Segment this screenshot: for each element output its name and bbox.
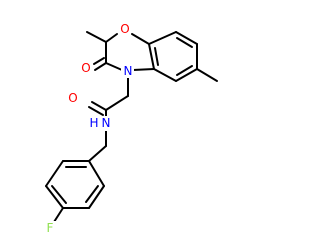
- bond-ph2-ph3: [45, 160, 64, 187]
- bond-ar6-ar1-double: [154, 47, 159, 66]
- bond-ph5-ph6: [88, 185, 105, 209]
- bond-o-c2: [105, 33, 118, 43]
- atom-amide-oxygen-bg: [66, 91, 79, 106]
- atom-fluorine: F: [44, 221, 57, 236]
- atom-carbonyl-oxygen-label: O: [81, 61, 90, 75]
- bond-ar1-o: [131, 33, 150, 45]
- bond-ph4-f: [53, 207, 64, 223]
- bond-c3-o-double-b: [93, 57, 105, 65]
- atom-amide-nh: H N: [88, 116, 112, 131]
- bond-camide-o-a: [91, 101, 107, 111]
- atom-amide-nh-hydrogen: H: [89, 116, 98, 130]
- atom-ring-oxygen-label: O: [120, 22, 129, 36]
- bond-ar2-ar3: [175, 31, 198, 45]
- bond-ar2-ar3-double: [176, 37, 193, 48]
- atom-labels: O O N O H N F: [44, 21, 134, 236]
- bond-ar5-ar6: [153, 68, 177, 82]
- bond-ph6-ph1: [88, 160, 105, 187]
- bond-aryl-methyl: [196, 68, 218, 82]
- bond-c2-methyl: [86, 31, 107, 43]
- atom-ring-oxygen: O: [118, 21, 131, 36]
- bond-ch2-camide: [105, 95, 129, 111]
- atom-ring-nitrogen-bg: [121, 63, 134, 78]
- atom-amide-oxygen: O: [66, 91, 79, 106]
- bond-ar4-ar5: [175, 68, 198, 82]
- chemical-structure-diagram: O O N O H N F: [44, 21, 218, 236]
- bond-ch2-ph1: [88, 145, 107, 162]
- bond-ph3-ph4-double: [51, 185, 67, 204]
- bond-n-ar6: [132, 68, 155, 71]
- atom-ring-oxygen-bg: [118, 21, 131, 36]
- atom-ring-nitrogen-label: N: [124, 64, 133, 78]
- atom-amide-oxygen-label: O: [68, 91, 77, 105]
- atom-carbonyl-oxygen: O: [79, 61, 92, 76]
- bond-ph5-ph6-double: [85, 185, 99, 203]
- atom-fluorine-bg: [44, 221, 57, 236]
- atom-fluorine-label: F: [47, 221, 54, 235]
- atom-carbonyl-oxygen-bg: [79, 61, 92, 76]
- bond-ar4-ar5-double: [176, 65, 193, 76]
- bond-camide-o-b: [88, 106, 104, 116]
- bond-c3-o-double-a: [94, 62, 107, 71]
- bond-ar6-ar1: [148, 43, 155, 70]
- atom-amide-nh-nitrogen: N: [102, 116, 111, 130]
- bonds: [45, 31, 218, 223]
- atom-ring-nitrogen: N: [121, 63, 134, 78]
- atom-amide-nh-bg: [88, 116, 112, 131]
- bond-c3-n: [105, 62, 123, 71]
- bond-ar1-ar2: [148, 31, 177, 45]
- bond-ph3-ph4: [45, 185, 64, 209]
